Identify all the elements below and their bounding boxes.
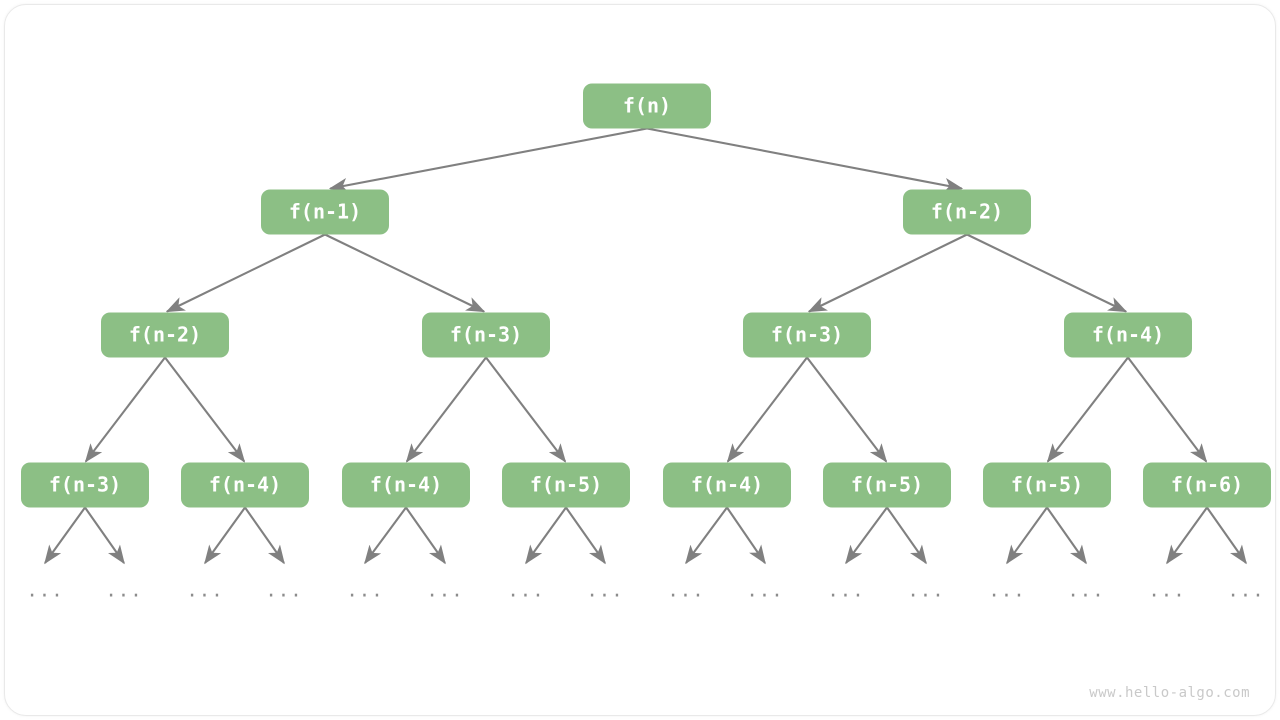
tree-node-label: f(n-5): [530, 473, 602, 497]
tree-edge: [324, 233, 486, 313]
tree-edge: [244, 506, 285, 565]
tree-node-box[interactable]: [101, 312, 229, 358]
tree-ellipsis: ...: [426, 580, 463, 602]
tree-edge: [646, 127, 964, 193]
node-layer: f(n) f(n-1) f(n-2) f(n-2) f(n-3) f(n-3) f(n-4)…: [21, 83, 1271, 508]
tree-edge: [44, 506, 86, 565]
tree-node-box[interactable]: [181, 462, 309, 508]
tree-node[interactable]: f(n-4): [1064, 312, 1192, 358]
tree-edge: [84, 356, 166, 463]
edge-layer: [44, 127, 1247, 565]
tree-node-box[interactable]: [903, 189, 1031, 235]
tree-node-box[interactable]: [743, 312, 871, 358]
tree-edge: [806, 356, 888, 463]
tree-edge: [405, 356, 487, 463]
tree-node-box[interactable]: [823, 462, 951, 508]
tree-edge: [685, 506, 728, 565]
tree-edge: [726, 356, 808, 463]
tree-node-box[interactable]: [342, 462, 470, 508]
watermark: www.hello-algo.com: [1089, 685, 1250, 701]
tree-node-box[interactable]: [1143, 462, 1271, 508]
tree-node-label: f(n): [623, 94, 671, 118]
tree-node-box[interactable]: [1064, 312, 1192, 358]
tree-edge: [886, 506, 927, 565]
tree-ellipsis: ...: [26, 580, 63, 602]
tree-node-box[interactable]: [583, 83, 711, 129]
tree-node[interactable]: f(n-4): [181, 462, 309, 508]
tree-node[interactable]: f(n-4): [663, 462, 791, 508]
tree-edge: [364, 506, 407, 565]
tree-node[interactable]: f(n-3): [422, 312, 550, 358]
ellipsis-layer: ........................................…: [26, 580, 1264, 602]
tree-node-box[interactable]: [261, 189, 389, 235]
tree-edge: [328, 127, 648, 193]
tree-node[interactable]: f(n-5): [502, 462, 630, 508]
recursion-tree-svg: f(n) f(n-1) f(n-2) f(n-2) f(n-3) f(n-3) f(n-4)…: [21, 83, 1271, 701]
tree-ellipsis: ...: [746, 580, 783, 602]
tree-edge: [1206, 506, 1247, 565]
tree-edge: [485, 356, 567, 463]
tree-node-label: f(n-4): [691, 473, 763, 497]
tree-ellipsis: ...: [186, 580, 223, 602]
tree-edge: [164, 356, 246, 463]
tree-node-label: f(n-3): [450, 323, 522, 347]
tree-ellipsis: ...: [988, 580, 1025, 602]
tree-node-label: f(n-1): [289, 200, 361, 224]
tree-node[interactable]: f(n-3): [743, 312, 871, 358]
tree-ellipsis: ...: [507, 580, 544, 602]
tree-edge: [1046, 506, 1087, 565]
tree-edge: [1127, 356, 1208, 463]
tree-edge: [966, 233, 1128, 313]
tree-node[interactable]: f(n): [583, 83, 711, 129]
tree-edge: [84, 506, 125, 565]
tree-ellipsis: ...: [1148, 580, 1185, 602]
tree-edge: [807, 233, 968, 313]
tree-node-label: f(n-6): [1171, 473, 1243, 497]
tree-node[interactable]: f(n-6): [1143, 462, 1271, 508]
tree-node-label: f(n-3): [771, 323, 843, 347]
tree-node[interactable]: f(n-5): [983, 462, 1111, 508]
tree-node-label: f(n-5): [851, 473, 923, 497]
tree-node-box[interactable]: [21, 462, 149, 508]
tree-node-label: f(n-3): [49, 473, 121, 497]
tree-node-label: f(n-2): [129, 323, 201, 347]
tree-edge: [405, 506, 446, 565]
tree-node-label: f(n-4): [209, 473, 281, 497]
tree-node-label: f(n-4): [370, 473, 442, 497]
tree-node-box[interactable]: [422, 312, 550, 358]
tree-node[interactable]: f(n-3): [21, 462, 149, 508]
tree-edge: [165, 233, 326, 313]
tree-ellipsis: ...: [1227, 580, 1264, 602]
tree-node-label: f(n-4): [1092, 323, 1164, 347]
tree-ellipsis: ...: [346, 580, 383, 602]
tree-edge: [726, 506, 766, 565]
tree-edge: [1166, 506, 1208, 565]
tree-node[interactable]: f(n-2): [101, 312, 229, 358]
tree-ellipsis: ...: [105, 580, 142, 602]
tree-ellipsis: ...: [667, 580, 704, 602]
tree-node[interactable]: f(n-1): [261, 189, 389, 235]
tree-node-box[interactable]: [983, 462, 1111, 508]
tree-node-box[interactable]: [663, 462, 791, 508]
tree-edge: [525, 506, 567, 565]
tree-node[interactable]: f(n-4): [342, 462, 470, 508]
tree-node[interactable]: f(n-2): [903, 189, 1031, 235]
tree-node-box[interactable]: [502, 462, 630, 508]
tree-edge: [1006, 506, 1048, 565]
diagram-frame: f(n) f(n-1) f(n-2) f(n-2) f(n-3) f(n-3) f(n-4)…: [4, 4, 1276, 716]
tree-edge: [1046, 356, 1129, 463]
tree-node-label: f(n-2): [931, 200, 1003, 224]
tree-edge: [204, 506, 246, 565]
tree-node-label: f(n-5): [1011, 473, 1083, 497]
tree-ellipsis: ...: [907, 580, 944, 602]
tree-edge: [565, 506, 606, 565]
tree-ellipsis: ...: [586, 580, 623, 602]
tree-node[interactable]: f(n-5): [823, 462, 951, 508]
tree-ellipsis: ...: [1067, 580, 1104, 602]
tree-ellipsis: ...: [827, 580, 864, 602]
tree-ellipsis: ...: [265, 580, 302, 602]
tree-edge: [845, 506, 888, 565]
